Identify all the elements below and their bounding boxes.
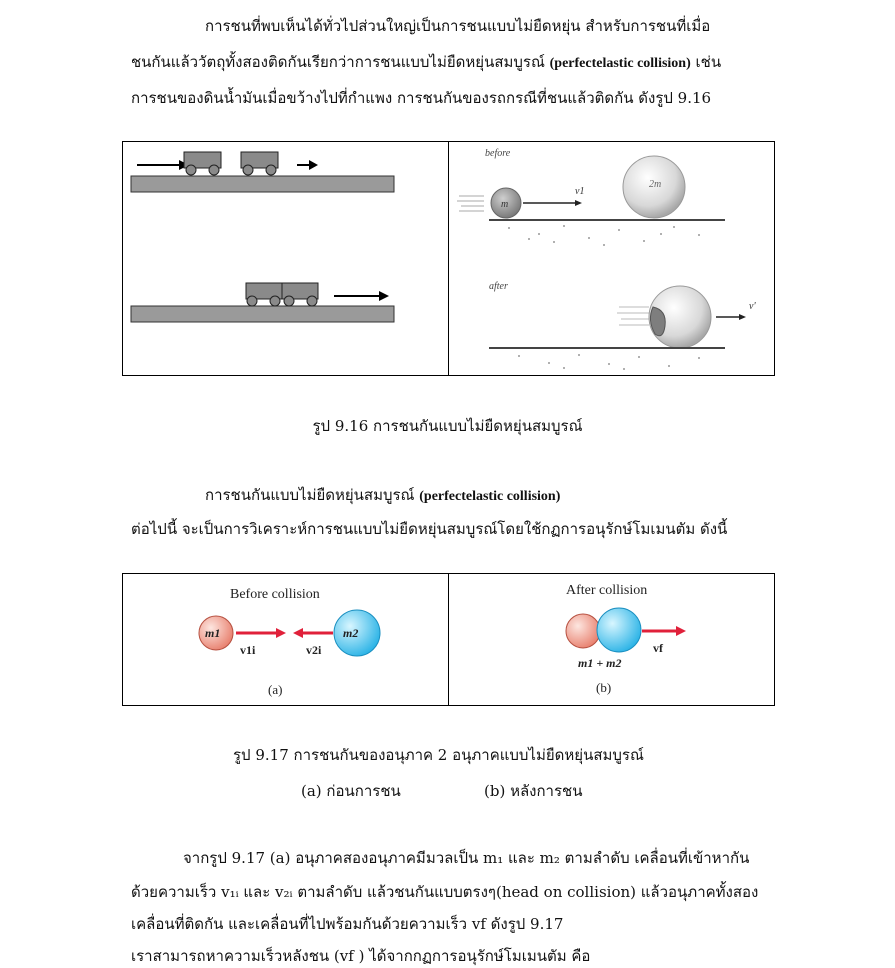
stuck-clay	[649, 306, 666, 337]
particle-m1-before	[198, 615, 234, 651]
section-heading-thai: การชนกันแบบไม่ยืดหยุ่นสมบูรณ์	[205, 486, 420, 504]
cart-1	[183, 151, 222, 169]
v1-label: v1	[575, 186, 584, 197]
particle-m2-before	[333, 609, 381, 657]
after-collision-title: After collision	[566, 583, 647, 598]
stuck-cart-2	[281, 282, 319, 300]
para1-line2-thai: ชนกันแล้ววัตถุทั้งสองติดกันเรียกว่าการชน…	[131, 53, 550, 71]
figure-9-16-divider	[448, 142, 449, 375]
m1-label: m1	[205, 626, 220, 640]
ball-collision-illustration: before m v1 2m after v'	[457, 148, 756, 370]
before-label: before	[485, 148, 511, 159]
particle-m1-after	[565, 613, 601, 649]
para1-line2-end: เช่น	[690, 53, 722, 71]
figure-9-17-caption-a: (a) ก่อนการชน	[301, 782, 401, 800]
cart-collision-illustration	[130, 151, 395, 323]
v2i-label: v2i	[306, 643, 322, 657]
mass-2m-label: 2m	[649, 179, 661, 190]
after-label: after	[489, 281, 508, 292]
big-ball-before	[622, 155, 686, 219]
figure-9-17-divider	[448, 574, 449, 705]
para3-line3: เคลื่อนที่ติดกัน และเคลื่อนที่ไปพร้อมกัน…	[131, 915, 564, 933]
track-after	[130, 305, 395, 323]
v1i-label: v1i	[240, 643, 256, 657]
track-before	[130, 175, 395, 193]
figure-9-17-caption-b: (b) หลังการชน	[484, 782, 583, 800]
figure-9-16: before m v1 2m after v'	[122, 141, 775, 376]
para2-line1: ต่อไปนี้ จะเป็นการวิเคราะห์การชนแบบไม่ยื…	[131, 520, 728, 538]
para3-line4: เราสามารถหาความเร็วหลังชน (vf ) ได้จากกฏ…	[131, 947, 591, 965]
combined-mass-label: m1 + m2	[578, 656, 622, 670]
particle-collision-illustration: Before collision m1 v1i v2i m2 (a) After…	[198, 583, 686, 697]
m2-label: m2	[343, 626, 358, 640]
para1-line3: การชนของดินน้ำมันเมื่อขว้างไปที่กำแพง กา…	[131, 89, 712, 107]
v-prime-label: v'	[749, 301, 756, 312]
cart-2	[240, 151, 279, 169]
vf-label: vf	[653, 641, 664, 655]
label-a: (a)	[268, 682, 282, 697]
para1-line2-latin: (perfectelastic collision)	[549, 56, 691, 71]
para1-line1: การชนที่พบเห็นได้ทั่วไปส่วนใหญ่เป็นการชน…	[205, 17, 711, 35]
mass-m-label: m	[501, 199, 508, 210]
small-ball-before	[490, 187, 522, 219]
para1-line2: ชนกันแล้ววัตถุทั้งสองติดกันเรียกว่าการชน…	[131, 50, 721, 74]
para3-line2: ด้วยความเร็ว v₁ᵢ และ v₂ᵢ ตามลำดับ แล้วชน…	[131, 883, 759, 901]
before-collision-title: Before collision	[230, 587, 320, 602]
para3-line1: จากรูป 9.17 (a) อนุภาคสองอนุภาคมีมวลเป็น…	[183, 849, 750, 867]
section-heading: การชนกันแบบไม่ยืดหยุ่นสมบูรณ์ (perfectel…	[205, 483, 560, 507]
particle-m2-after	[596, 607, 642, 653]
section-heading-latin: (perfectelastic collision)	[419, 489, 561, 504]
figure-9-16-caption: รูป 9.16 การชนกันแบบไม่ยืดหยุ่นสมบูรณ์	[312, 417, 583, 435]
figure-9-17: Before collision m1 v1i v2i m2 (a) After…	[122, 573, 775, 706]
figure-9-17-caption: รูป 9.17 การชนกันของอนุภาค 2 อนุภาคแบบไม…	[233, 746, 644, 764]
label-b: (b)	[596, 680, 611, 695]
